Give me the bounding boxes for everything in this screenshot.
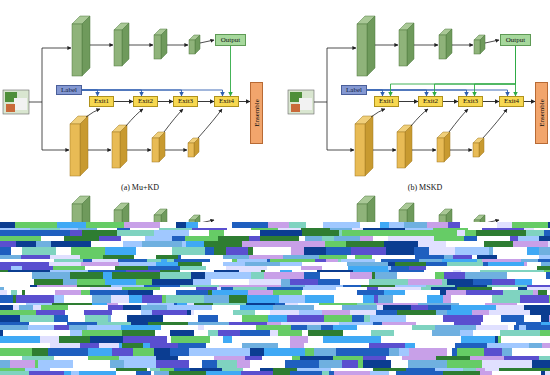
exit-box: Exit4 xyxy=(499,96,524,107)
label-box: Label xyxy=(56,85,82,95)
distill-arrow xyxy=(391,46,516,96)
ensemble-box: Ensemble xyxy=(250,82,263,144)
exit-box: Exit2 xyxy=(133,96,158,107)
flow-arrow xyxy=(158,101,173,102)
box-text: Label xyxy=(61,87,77,94)
flow-arrow xyxy=(524,101,535,102)
output-box: Output xyxy=(500,34,531,46)
ensemble-box: Ensemble xyxy=(535,82,548,144)
flow-arrow xyxy=(399,101,418,102)
box-text: Exit3 xyxy=(463,98,478,105)
output-box: Output xyxy=(215,34,246,46)
box-text: Ensemble xyxy=(538,99,545,127)
distill-arrow xyxy=(435,46,516,96)
subfigure-caption: (a) Mu+KD xyxy=(121,184,159,192)
flow-arrow xyxy=(443,101,458,102)
exit-box: Exit3 xyxy=(458,96,483,107)
box-text: Exit2 xyxy=(138,98,153,105)
flow-arrow xyxy=(239,101,250,102)
exit-box: Exit4 xyxy=(214,96,239,107)
box-text: Ensemble xyxy=(253,99,260,127)
box-text: Exit3 xyxy=(178,98,193,105)
exit-box: Exit2 xyxy=(418,96,443,107)
flow-arrow xyxy=(114,101,133,102)
exit-box: Exit1 xyxy=(89,96,114,107)
box-text: Output xyxy=(221,37,240,44)
distill-arrow xyxy=(515,46,516,96)
label-box: Label xyxy=(341,85,367,95)
flow-arrow xyxy=(483,101,499,102)
distill-arrow xyxy=(230,46,231,96)
box-text: Exit1 xyxy=(94,98,109,105)
exit-box: Exit1 xyxy=(374,96,399,107)
subfigure-caption: (b) MSKD xyxy=(408,184,442,192)
flow-arrow xyxy=(198,101,214,102)
box-text: Exit4 xyxy=(219,98,234,105)
box-text: Output xyxy=(506,37,525,44)
box-text: Exit2 xyxy=(423,98,438,105)
exit-box: Exit3 xyxy=(173,96,198,107)
box-text: Exit1 xyxy=(379,98,394,105)
box-text: Label xyxy=(346,87,362,94)
box-text: Exit4 xyxy=(504,98,519,105)
distill-arrow xyxy=(475,46,516,96)
